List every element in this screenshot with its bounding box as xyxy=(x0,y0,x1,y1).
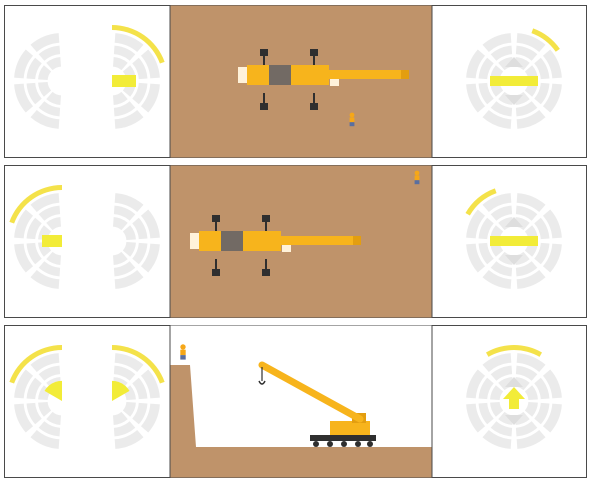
outrigger-pad xyxy=(310,49,318,56)
worker-head xyxy=(415,171,420,176)
indicator-bar xyxy=(490,236,538,246)
indicator-bar xyxy=(42,235,62,247)
outrigger-arm xyxy=(215,259,217,269)
indicator-bar xyxy=(490,76,538,86)
worker-legs xyxy=(350,122,355,126)
outrigger-arm xyxy=(263,93,265,103)
crane-wheel xyxy=(367,441,373,447)
outrigger-pad xyxy=(310,103,318,110)
crane-wheel xyxy=(341,441,347,447)
outrigger-pad xyxy=(212,269,220,276)
outrigger-arm xyxy=(215,221,217,231)
outrigger-pad xyxy=(260,49,268,56)
crane-front xyxy=(247,65,269,85)
crane-boom xyxy=(329,70,409,79)
crane-cab xyxy=(269,65,291,85)
outrigger-arm xyxy=(265,221,267,231)
crane-boom xyxy=(281,236,361,245)
indicator-bar xyxy=(112,75,136,87)
crane-rear-light xyxy=(282,245,291,252)
crane-rear-light xyxy=(330,79,339,86)
crane-front-light xyxy=(190,233,199,249)
crane-rear xyxy=(291,65,329,85)
outrigger-pad xyxy=(212,215,220,222)
worker-legs xyxy=(415,180,420,184)
worker-legs xyxy=(180,355,185,360)
crane-rear xyxy=(243,231,281,251)
worker-vest xyxy=(180,350,185,355)
crane-chassis xyxy=(310,435,376,441)
outrigger-pad xyxy=(260,103,268,110)
outrigger-pad xyxy=(262,215,270,222)
outrigger-arm xyxy=(313,55,315,65)
worker-head xyxy=(350,113,355,118)
worker-head xyxy=(180,344,185,349)
crane-body xyxy=(330,421,370,435)
outrigger-pad xyxy=(262,269,270,276)
crane-wheel xyxy=(355,441,361,447)
outrigger-arm xyxy=(263,55,265,65)
crane-wheel xyxy=(313,441,319,447)
crane-front-light xyxy=(238,67,247,83)
crane-boom-tip xyxy=(353,236,361,245)
outrigger-arm xyxy=(313,93,315,103)
crane-front xyxy=(199,231,221,251)
outrigger-arm xyxy=(265,259,267,269)
worker-vest xyxy=(415,175,420,180)
worker-vest xyxy=(350,117,355,122)
crane-cab xyxy=(221,231,243,251)
crane-boom-tip xyxy=(401,70,409,79)
crane-wheel xyxy=(327,441,333,447)
